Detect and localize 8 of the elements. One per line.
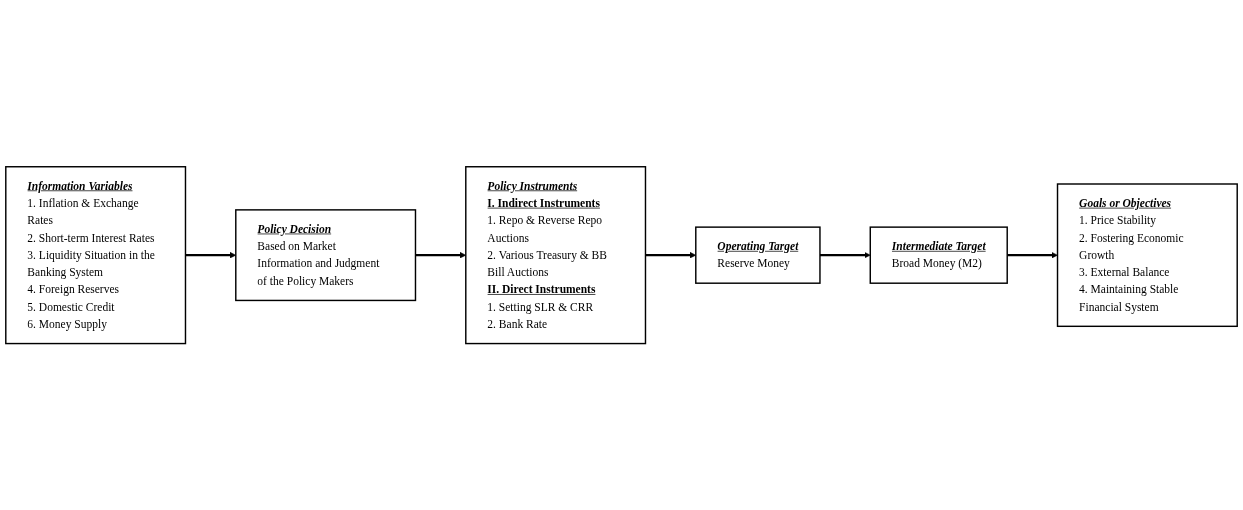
node-box: Intermediate Target Broad Money (M2) (869, 226, 1008, 284)
node-box: Information Variables 1. Inflation & Exchange Rates 2. Short-term Interest Rates 3. Liquidity Situation in the Banking System 4. Foreign Reserves 5. Domestic Credit 6. Money Supply (5, 165, 187, 345)
node-box: Operating Target Reserve Money (695, 226, 821, 284)
node-box: Goals or Objectives 1. Price Stability 2. Fostering Economic Growth 3. External Balance 4. Maintaining Stable Financial System (1056, 183, 1238, 327)
arrow (819, 251, 871, 259)
arrow (1007, 251, 1058, 259)
node-box: Policy Instruments I. Indirect Instruments 1. Repo & Reverse Repo Auctions 2. Various Treasury & BB Bill Auctions II. Direct Instruments 1. Setting SLR & CRR 2. Bank Rate (465, 165, 647, 345)
node-box: Policy Decision Based on Market Information and Judgment of the Policy Makers (235, 209, 417, 301)
